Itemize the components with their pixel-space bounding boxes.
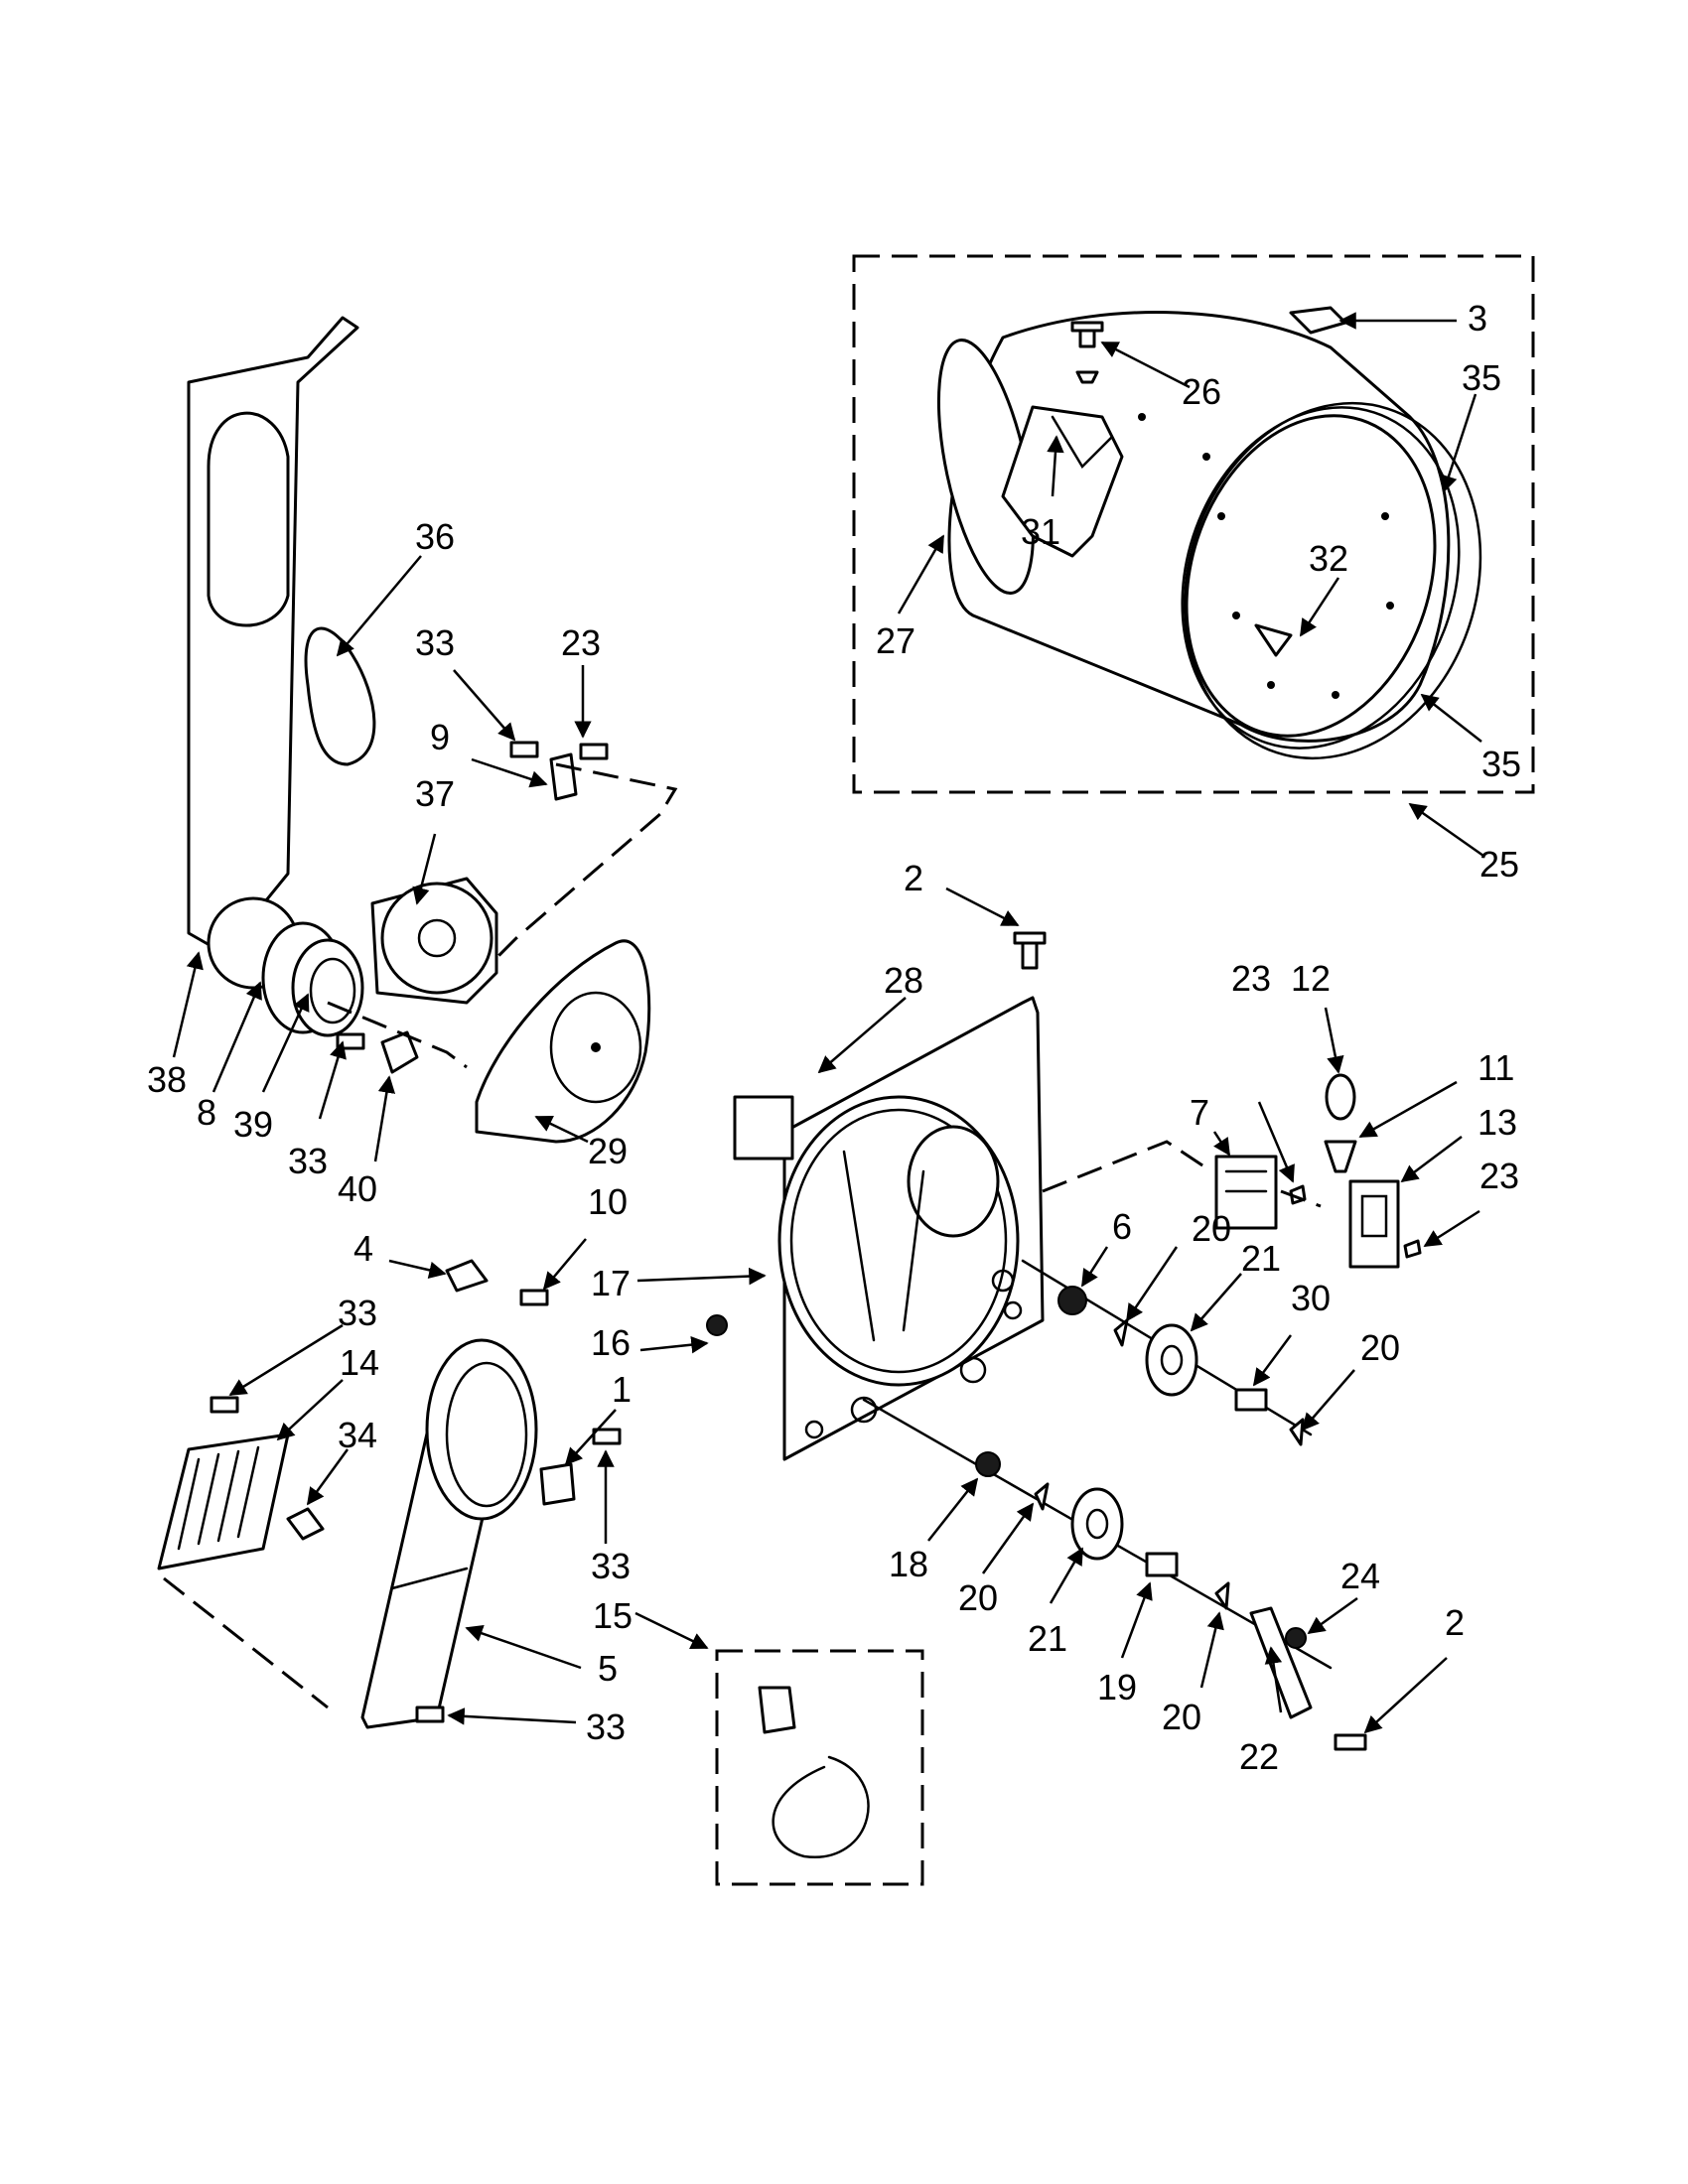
callout-labels: 1 2 2 3 4 5 6 7 8 9 10 11 12 13 14 15 16… bbox=[147, 298, 1521, 1777]
callout-7: 7 bbox=[1190, 1092, 1209, 1133]
callout-26: 26 bbox=[1182, 371, 1221, 412]
callout-28: 28 bbox=[884, 960, 923, 1001]
bulkhead-bushing bbox=[706, 1314, 728, 1336]
callout-33-c: 33 bbox=[338, 1293, 377, 1333]
bulkhead-screw bbox=[1013, 931, 1047, 970]
drum-rear-opening bbox=[1185, 414, 1437, 738]
callout-13: 13 bbox=[1477, 1102, 1517, 1143]
bulkhead bbox=[706, 931, 1047, 1461]
callout-23-c: 23 bbox=[1479, 1156, 1519, 1196]
callout-25: 25 bbox=[1479, 844, 1519, 885]
idler-shaft-upper bbox=[1021, 1259, 1313, 1446]
callout-29: 29 bbox=[588, 1131, 628, 1171]
callout-1: 1 bbox=[612, 1369, 632, 1410]
idler-washer bbox=[1057, 1286, 1087, 1315]
roller-bracket bbox=[1249, 1606, 1313, 1719]
temperature-sensor bbox=[286, 1507, 325, 1541]
callout-4: 4 bbox=[353, 1228, 373, 1269]
callout-10: 10 bbox=[588, 1181, 628, 1222]
callout-30: 30 bbox=[1291, 1278, 1331, 1318]
callout-3: 3 bbox=[1468, 298, 1487, 339]
bracket-clip bbox=[1285, 1627, 1307, 1649]
support-roller bbox=[1070, 1487, 1124, 1561]
duct-screws bbox=[336, 741, 609, 1050]
callout-33-b: 33 bbox=[288, 1141, 328, 1181]
wire-connector bbox=[758, 1686, 796, 1734]
blower-housing bbox=[475, 939, 651, 1144]
callout-14: 14 bbox=[340, 1342, 379, 1383]
callout-40: 40 bbox=[338, 1168, 377, 1209]
callout-20-a: 20 bbox=[1192, 1208, 1231, 1249]
thermostat-bracket bbox=[539, 1462, 576, 1506]
callout-36: 36 bbox=[415, 516, 455, 557]
callout-34: 34 bbox=[338, 1415, 377, 1455]
callout-35-a: 35 bbox=[1462, 357, 1501, 398]
callout-21-a: 21 bbox=[1241, 1238, 1281, 1279]
wiring-label bbox=[733, 1095, 794, 1160]
callout-24: 24 bbox=[1340, 1556, 1380, 1596]
callout-20-d: 20 bbox=[1162, 1697, 1201, 1737]
drum-screw bbox=[1070, 321, 1104, 384]
callout-33-d: 33 bbox=[591, 1546, 631, 1586]
callout-23-b: 23 bbox=[1231, 958, 1271, 999]
callout-33-e: 33 bbox=[586, 1706, 626, 1747]
callout-2-bottom: 2 bbox=[1445, 1602, 1465, 1643]
callout-33-a: 33 bbox=[415, 622, 455, 663]
blower-assembly bbox=[187, 316, 678, 1144]
callout-23-a: 23 bbox=[561, 622, 601, 663]
drum-baffle bbox=[1001, 405, 1124, 558]
callout-15: 15 bbox=[593, 1595, 633, 1636]
roller-axle bbox=[1145, 1552, 1179, 1577]
callout-21-b: 21 bbox=[1028, 1618, 1067, 1659]
callout-6: 6 bbox=[1112, 1206, 1132, 1247]
drum-rivets bbox=[1138, 413, 1394, 699]
thermal-fuse-area bbox=[1042, 1073, 1422, 1269]
callout-22: 22 bbox=[1239, 1736, 1279, 1777]
cycling-thermostat bbox=[1325, 1073, 1356, 1121]
drum-support-roller bbox=[1145, 1323, 1198, 1397]
bulkhead-holes bbox=[804, 1269, 1023, 1439]
callout-18: 18 bbox=[889, 1544, 928, 1584]
callout-8: 8 bbox=[197, 1092, 216, 1133]
callout-35-b: 35 bbox=[1481, 744, 1521, 784]
callout-37: 37 bbox=[415, 773, 455, 814]
heater-screws bbox=[210, 1289, 622, 1723]
duct-seal bbox=[304, 626, 376, 766]
thermostat-cover bbox=[1348, 1179, 1400, 1269]
callout-12: 12 bbox=[1291, 958, 1331, 999]
callout-27: 27 bbox=[876, 620, 915, 661]
wire-loop bbox=[772, 1755, 870, 1858]
callout-11: 11 bbox=[1477, 1047, 1514, 1088]
callout-16: 16 bbox=[591, 1322, 631, 1363]
callout-20-c: 20 bbox=[958, 1577, 998, 1618]
leader-lines bbox=[172, 312, 1484, 1734]
idler-shaft-lower bbox=[862, 1398, 1367, 1751]
heater-assembly bbox=[157, 1259, 622, 1729]
callout-39: 39 bbox=[233, 1104, 273, 1145]
callout-19: 19 bbox=[1097, 1667, 1137, 1707]
heater-clip bbox=[445, 1259, 489, 1293]
callout-9: 9 bbox=[430, 717, 450, 757]
callout-32: 32 bbox=[1309, 538, 1348, 579]
callout-31: 31 bbox=[1021, 511, 1060, 552]
motor-clip bbox=[380, 1030, 419, 1074]
callout-2-top: 2 bbox=[904, 858, 923, 898]
wire-harness-kit bbox=[715, 1649, 924, 1886]
callout-20-b: 20 bbox=[1360, 1327, 1400, 1368]
callout-5: 5 bbox=[598, 1648, 618, 1689]
callout-17: 17 bbox=[591, 1263, 631, 1303]
roller-shaft bbox=[1234, 1388, 1268, 1412]
callout-38: 38 bbox=[147, 1059, 187, 1100]
roller-washer bbox=[975, 1451, 1001, 1477]
drum-assembly-group bbox=[852, 254, 1535, 794]
bracket-screw bbox=[1334, 1733, 1367, 1751]
drum-glide-bearing bbox=[1289, 306, 1347, 335]
